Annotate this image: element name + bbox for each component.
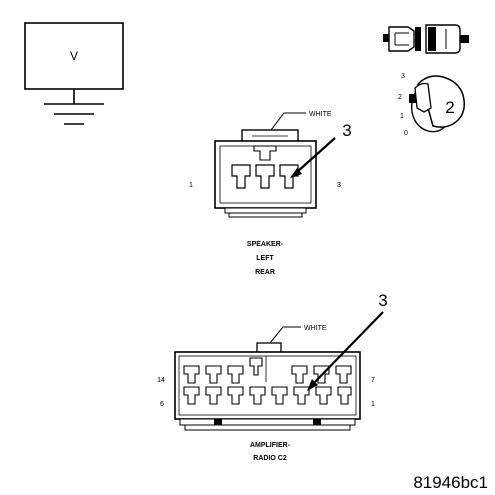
key-position-0: 0 bbox=[404, 130, 408, 137]
amplifier-connector: WHITE bbox=[157, 291, 388, 462]
speaker-cavity bbox=[231, 164, 251, 189]
key-callout: 2 bbox=[445, 98, 454, 117]
key-position-2: 2 bbox=[398, 94, 402, 101]
speaker-caption-line-2: LEFT bbox=[256, 255, 274, 262]
speaker-caption-line-3: REAR bbox=[255, 269, 275, 276]
amplifier-callout: 3 bbox=[378, 291, 387, 310]
speaker-callout: 3 bbox=[342, 121, 351, 140]
amplifier-cavity bbox=[335, 365, 352, 384]
speaker-pin-1: 1 bbox=[189, 182, 193, 189]
amplifier-cavity bbox=[337, 386, 352, 405]
amplifier-caption-line-2: RADIO C2 bbox=[253, 455, 287, 462]
probe-connector-icon bbox=[383, 24, 469, 54]
amplifier-cavity bbox=[183, 365, 200, 384]
ground-icon bbox=[44, 103, 104, 125]
key-position-3: 3 bbox=[401, 73, 405, 80]
voltmeter-label: V bbox=[70, 49, 78, 63]
speaker-cavity bbox=[279, 164, 299, 189]
amplifier-cavity bbox=[205, 365, 222, 384]
speaker-color-label: WHITE bbox=[309, 111, 332, 118]
speaker-connector: WHITE 1 3 3 SPEAKER- L bbox=[189, 111, 352, 276]
amplifier-cavity bbox=[291, 365, 308, 384]
figure-id: 81946bc1 bbox=[413, 473, 488, 492]
amplifier-cavity bbox=[227, 365, 244, 384]
amplifier-color-label: WHITE bbox=[304, 325, 327, 332]
amplifier-cavity bbox=[249, 386, 266, 405]
amplifier-cavity bbox=[205, 386, 222, 405]
amplifier-caption-line-1: AMPLIFIER- bbox=[250, 442, 291, 449]
speaker-pin-3: 3 bbox=[337, 182, 341, 189]
amplifier-housing bbox=[174, 351, 361, 420]
amplifier-pin-14: 14 bbox=[157, 377, 165, 384]
amplifier-pin-1: 1 bbox=[371, 401, 375, 408]
ignition-key-icon: 3 2 1 0 2 bbox=[398, 73, 466, 137]
speaker-white-leader bbox=[270, 112, 306, 131]
amplifier-cavity bbox=[271, 386, 288, 405]
amplifier-cavity bbox=[183, 386, 200, 405]
amplifier-white-leader bbox=[269, 326, 301, 344]
speaker-caption-line-1: SPEAKER- bbox=[247, 241, 284, 248]
amplifier-cavity bbox=[249, 357, 263, 376]
amplifier-cavity bbox=[315, 386, 332, 405]
speaker-callout-arrow bbox=[290, 137, 336, 178]
key-position-1: 1 bbox=[400, 113, 404, 120]
amplifier-pin-6: 6 bbox=[160, 401, 164, 408]
amplifier-pin-7: 7 bbox=[371, 377, 375, 384]
speaker-cavity bbox=[255, 164, 275, 189]
amplifier-cavity bbox=[227, 386, 244, 405]
voltmeter-symbol: V bbox=[24, 22, 124, 125]
amplifier-callout-arrow bbox=[307, 311, 384, 391]
